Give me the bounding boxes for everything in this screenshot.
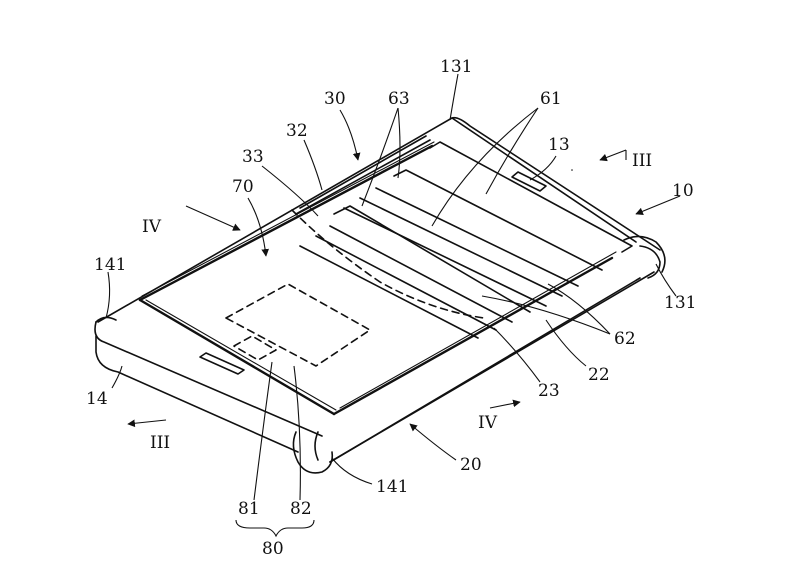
section-arrow-iv-left (185, 205, 241, 231)
slat-group (295, 135, 633, 339)
slat-back-rail (299, 135, 427, 209)
leader-20 (409, 423, 457, 461)
right-roller-top (623, 235, 666, 273)
display-back-edge (138, 144, 434, 302)
slat-4 (359, 197, 563, 297)
front-roller-left-end (95, 316, 117, 323)
label-13: 13 (548, 135, 570, 155)
label-63: 63 (388, 89, 410, 109)
display-panel (138, 141, 435, 416)
label-30: 30 (324, 89, 346, 109)
chip-outline-82 (233, 335, 277, 361)
leader-63a (397, 107, 401, 179)
leader-32 (303, 139, 323, 191)
leader-81 (253, 361, 273, 501)
label-section-iii-left: III (150, 433, 170, 453)
leader-131-right (655, 263, 677, 297)
front-roller-end-inner (314, 431, 319, 461)
leader-10 (635, 195, 681, 215)
leader-13 (529, 155, 557, 181)
bracket-80 (235, 519, 315, 538)
leader-14 (111, 365, 123, 389)
leader-141-left (105, 271, 111, 319)
label-33: 33 (242, 147, 264, 167)
leader-63b (361, 107, 399, 207)
label-22: 22 (588, 365, 610, 385)
slat-2 (393, 169, 603, 271)
label-14: 14 (86, 389, 108, 409)
label-70: 70 (232, 177, 254, 197)
slat-5 (343, 207, 547, 307)
leader-61a (485, 107, 539, 195)
label-section-iv-left: IV (142, 217, 162, 237)
slat-9 (299, 245, 479, 339)
front-roller-end (292, 431, 334, 474)
label-62: 62 (614, 329, 636, 349)
section-arrow-iii-right (599, 149, 627, 162)
label-section-iv-right: IV (478, 413, 498, 433)
back-slot (511, 171, 547, 192)
label-141-left: 141 (94, 255, 126, 275)
leader-141-bottom (331, 457, 373, 485)
slat-6 (333, 205, 531, 313)
slat-back-rail-2 (295, 139, 431, 215)
reference-labels: 10 13 131 131 14 141 141 20 22 23 30 32 … (86, 57, 696, 559)
label-10: 10 (672, 181, 694, 201)
right-roller (329, 235, 666, 463)
leader-33 (261, 165, 319, 217)
slat-1 (429, 141, 633, 253)
section-arrow-iv-right (489, 399, 521, 409)
section-arrow-iii-left (127, 419, 167, 428)
front-roller-bottom (95, 335, 299, 453)
leader-70 (247, 197, 270, 257)
front-roller (94, 316, 334, 474)
leader-61b (431, 107, 539, 227)
chip-outline-81 (225, 283, 371, 367)
label-141-bottom: 141 (376, 477, 408, 497)
label-section-iii-right: III (632, 151, 652, 171)
label-131-top: 131 (440, 57, 472, 77)
label-61: 61 (540, 89, 562, 109)
leader-62b (481, 295, 611, 335)
leader-lines (105, 73, 681, 538)
leader-23 (493, 327, 541, 383)
slat-7 (329, 225, 513, 323)
rolled-boundary-33 (291, 209, 485, 319)
leader-82 (293, 365, 301, 501)
leader-30 (339, 109, 361, 161)
label-82: 82 (290, 499, 312, 519)
label-81: 81 (238, 499, 260, 519)
display-back-inner (141, 141, 435, 297)
label-131-right: 131 (664, 293, 696, 313)
leader-22 (545, 319, 587, 367)
leader-131-top (449, 73, 459, 121)
display-left-inner (145, 299, 337, 411)
front-slot (199, 352, 245, 375)
label-80: 80 (262, 539, 284, 559)
label-23: 23 (538, 381, 560, 401)
right-roller-bottom (329, 277, 641, 463)
slat-3 (375, 187, 579, 287)
right-side-face (451, 116, 661, 251)
leader-62a (547, 283, 611, 335)
device-body (97, 116, 661, 463)
slide-plate-edge-inner (339, 251, 617, 409)
label-20: 20 (460, 455, 482, 475)
display-left-edge (138, 298, 336, 416)
right-roller-side (639, 245, 661, 279)
label-32: 32 (286, 121, 308, 141)
